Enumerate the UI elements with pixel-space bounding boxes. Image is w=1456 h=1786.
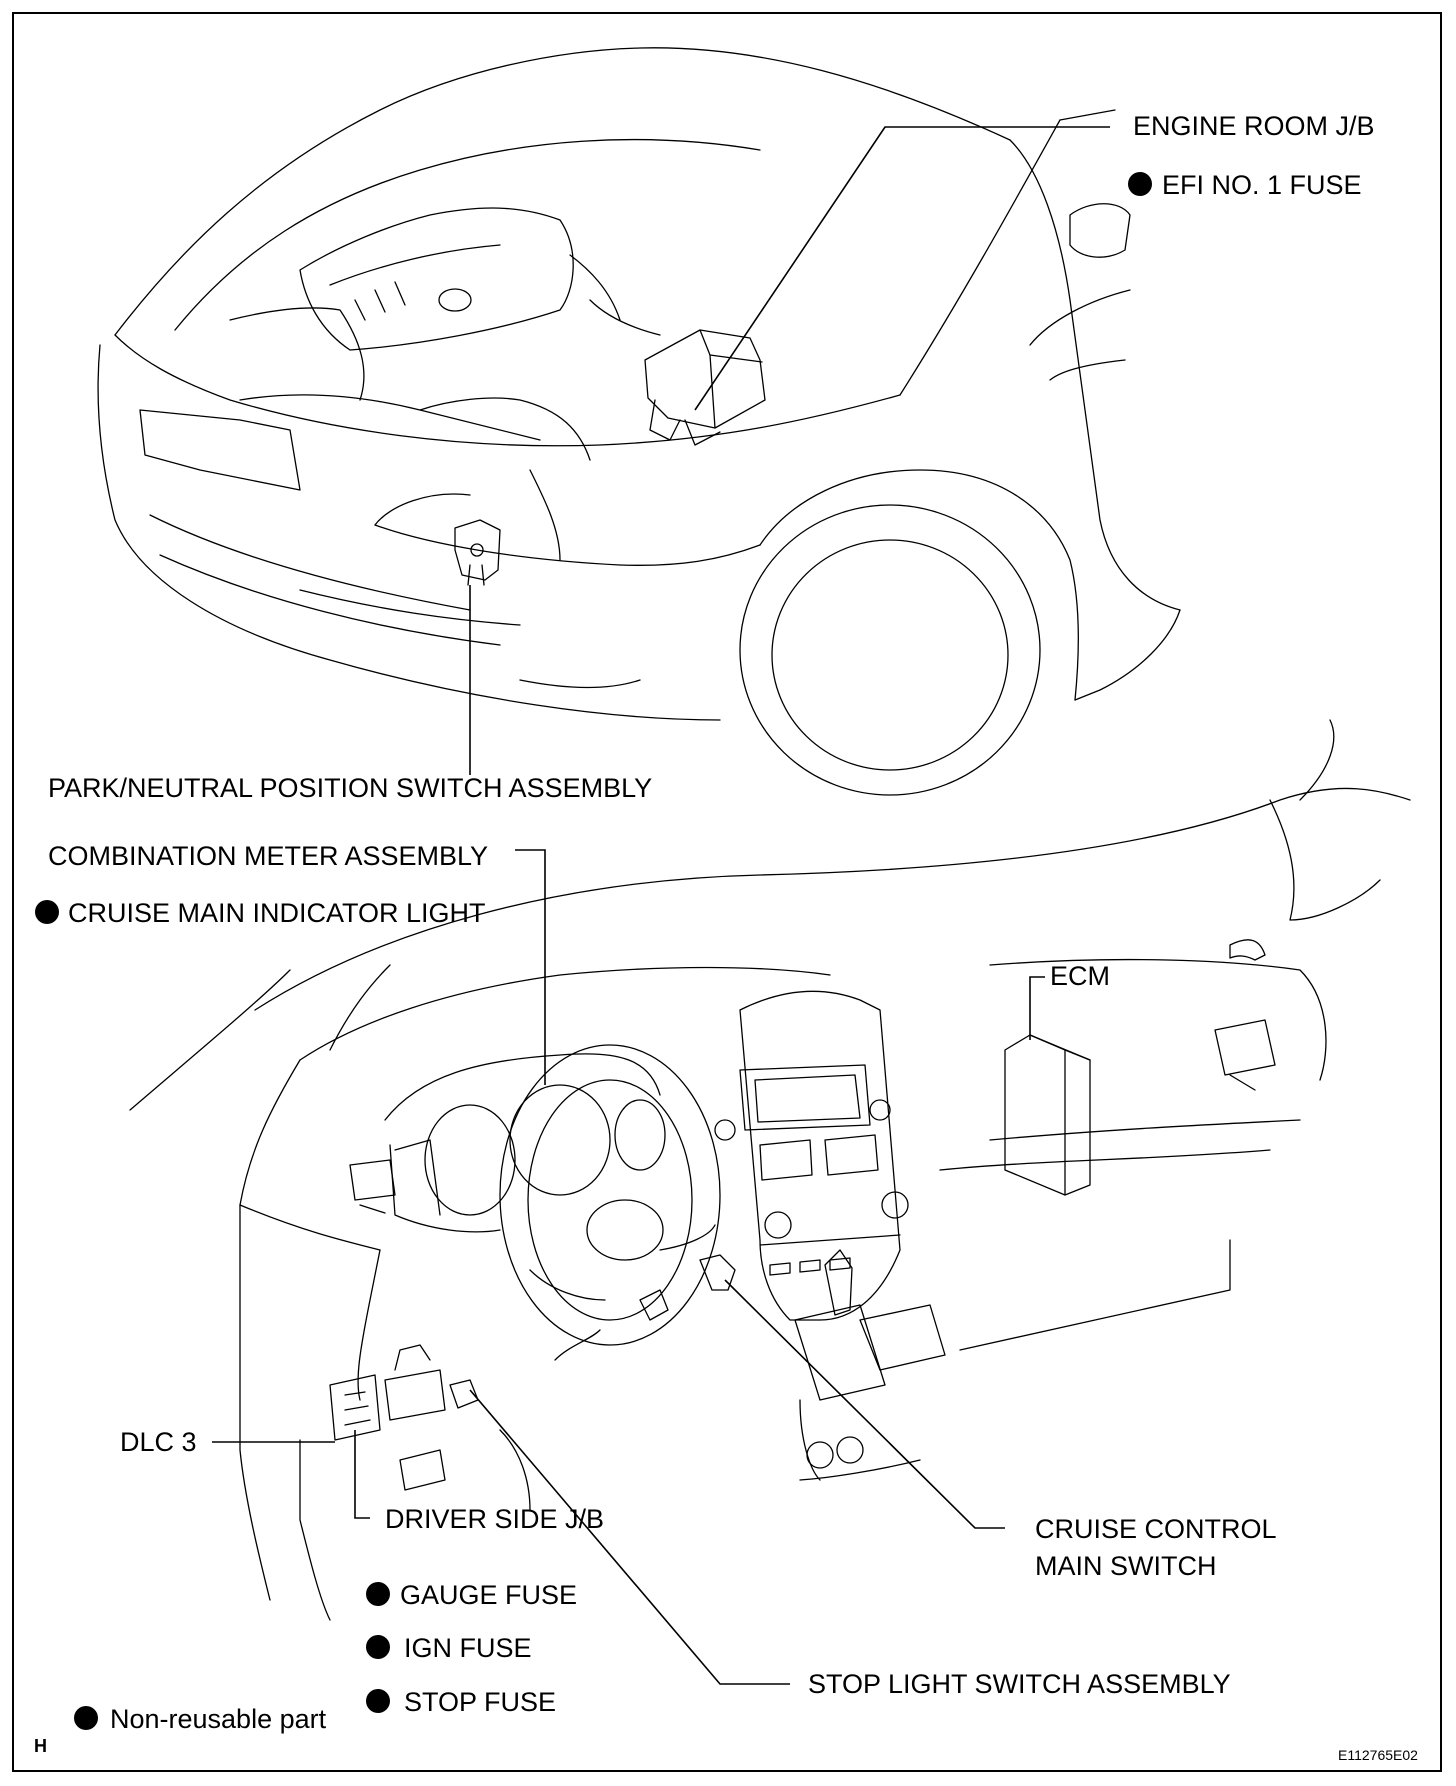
label-gauge-fuse: GAUGE FUSE	[400, 1580, 577, 1610]
diagram-frame	[12, 12, 1442, 1772]
upper-leader-lines	[469, 126, 1110, 775]
label-stop-light-switch: STOP LIGHT SWITCH ASSEMBLY	[808, 1669, 1231, 1699]
label-cruise-indicator: CRUISE MAIN INDICATOR LIGHT	[68, 898, 486, 928]
label-dlc3: DLC 3	[120, 1427, 197, 1457]
figure-code: E112765E02	[1338, 1747, 1418, 1763]
label-driver-side-jb: DRIVER SIDE J/B	[385, 1504, 604, 1534]
bullet-icon	[35, 900, 59, 924]
corner-mark: H	[34, 1736, 47, 1756]
label-park-neutral-switch: PARK/NEUTRAL POSITION SWITCH ASSEMBLY	[48, 773, 652, 803]
label-efi-fuse: EFI NO. 1 FUSE	[1162, 170, 1362, 200]
bullet-icon	[74, 1706, 98, 1730]
vehicle-front-illustration	[97, 47, 1181, 796]
label-engine-room-jb: ENGINE ROOM J/B	[1133, 111, 1375, 141]
bullet-icon	[366, 1635, 390, 1659]
legend-nonreusable-text: Non-reusable part	[110, 1704, 327, 1734]
component-labels: ENGINE ROOM J/B EFI NO. 1 FUSE PARK/NEUT…	[35, 111, 1375, 1717]
lower-leader-lines	[212, 849, 1045, 1685]
label-stop-fuse: STOP FUSE	[404, 1687, 556, 1717]
label-cruise-switch-line1: CRUISE CONTROL	[1035, 1514, 1277, 1544]
label-ecm: ECM	[1050, 961, 1110, 991]
label-cruise-switch-line2: MAIN SWITCH	[1035, 1551, 1217, 1581]
legend: Non-reusable part	[74, 1704, 327, 1734]
bullet-icon	[366, 1689, 390, 1713]
label-ign-fuse: IGN FUSE	[404, 1633, 532, 1663]
bullet-icon	[1128, 172, 1152, 196]
bullet-icon	[366, 1582, 390, 1606]
instrument-panel-illustration	[129, 719, 1411, 1621]
label-combination-meter: COMBINATION METER ASSEMBLY	[48, 841, 488, 871]
